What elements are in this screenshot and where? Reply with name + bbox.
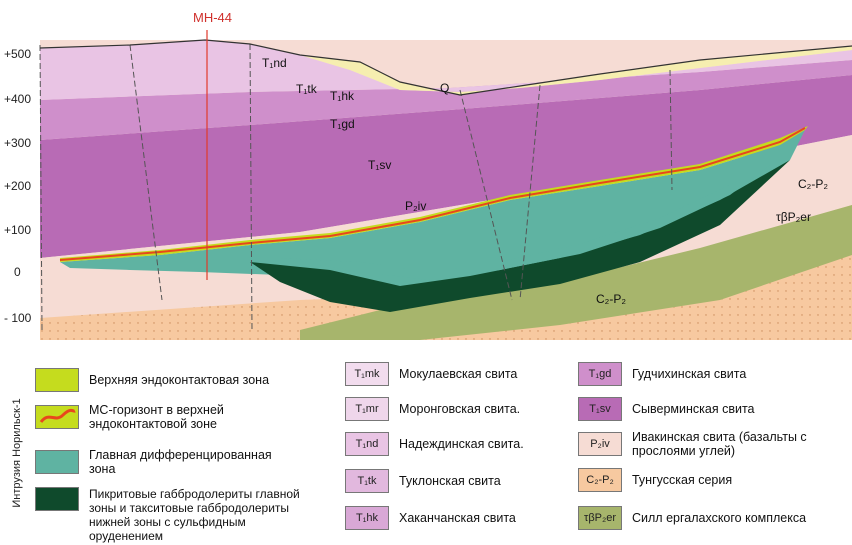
legend-text-t1mk: Мокулаевская свита <box>399 367 517 381</box>
legend-text-upper-zone: Верхняя эндоконтактовая зона <box>89 373 269 387</box>
label-c2p2-bottom: C₂-P₂ <box>596 292 626 306</box>
legend-swatch-upper-zone <box>35 368 79 392</box>
legend-swatch-t1nd: T₁nd <box>345 432 389 456</box>
axis-tick-100: +100 <box>4 223 31 237</box>
legend-item-t1hk: T₁hk Хаканчанская свита <box>345 506 516 530</box>
legend-item-t1sv: T₁sv Сыверминская свита <box>578 397 755 421</box>
legend-item-mc-horizon: МС-горизонт в верхней эндоконтактовой зо… <box>35 403 264 431</box>
legend-item-main-zone: Главная дифференцированная зона <box>35 448 284 476</box>
legend-item-p2iv: P₂iv Ивакинская свита (базальты с просло… <box>578 430 842 458</box>
legend-text-mc-horizon: МС-горизонт в верхней эндоконтактовой зо… <box>89 403 264 431</box>
elevation-axis: +500 +400 +300 +200 +100 0 - 100 <box>4 47 32 325</box>
legend-swatch-mc-horizon <box>35 405 79 429</box>
axis-tick-300: +300 <box>4 136 31 150</box>
legend-text-t1nd: Надеждинская свита. <box>399 437 524 451</box>
legend-title: Интрузия Норильск-1 <box>6 365 28 540</box>
label-c2p2-right: C₂-P₂ <box>798 177 828 191</box>
legend-swatch-main-zone <box>35 450 79 474</box>
legend-swatch-t1tk: T₁tk <box>345 469 389 493</box>
axis-tick-200: +200 <box>4 179 31 193</box>
legend-text-t1sv: Сыверминская свита <box>632 402 755 416</box>
axis-tick-minus100: - 100 <box>4 311 32 325</box>
axis-tick-400: +400 <box>4 92 31 106</box>
legend-item-upper-zone: Верхняя эндоконтактовая зона <box>35 368 269 392</box>
legend-text-c2p2: Тунгусская серия <box>632 473 732 487</box>
label-sill: τβP₂er <box>776 210 811 224</box>
legend-item-t1tk: T₁tk Туклонская свита <box>345 469 501 493</box>
legend-text-p2iv: Ивакинская свита (базальты с прослоями у… <box>632 430 842 458</box>
label-p2iv: P₂iv <box>405 199 426 213</box>
label-t1hk: T₁hk <box>330 89 355 103</box>
legend-item-t1nd: T₁nd Надеждинская свита. <box>345 432 524 456</box>
legend-swatch-t1sv: T₁sv <box>578 397 622 421</box>
legend-swatch-t1mr: T₁mr <box>345 397 389 421</box>
legend-item-t1gd: T₁gd Гудчихинская свита <box>578 362 746 386</box>
legend-text-t1hk: Хаканчанская свита <box>399 511 516 525</box>
legend-swatch-c2p2: C₂-P₂ <box>578 468 622 492</box>
legend-text-main-zone: Главная дифференцированная зона <box>89 448 284 476</box>
legend-swatch-sill: τβP₂er <box>578 506 622 530</box>
legend-text-t1mr: Моронговская свита. <box>399 402 520 416</box>
legend-item-t1mk: T₁mk Мокулаевская свита <box>345 362 517 386</box>
geological-cross-section: МН-44 +500 +400 +300 +200 +100 0 - 100 T… <box>0 0 852 345</box>
legend-text-t1gd: Гудчихинская свита <box>632 367 746 381</box>
legend-swatch-t1gd: T₁gd <box>578 362 622 386</box>
label-t1nd: T₁nd <box>262 56 287 70</box>
legend-text-t1tk: Туклонская свита <box>399 474 501 488</box>
legend-text-ore: Пикритовые габбродолериты главной зоны и… <box>89 487 309 543</box>
axis-tick-0: 0 <box>14 265 21 279</box>
well-mn44-label: МН-44 <box>193 10 232 25</box>
legend-item-t1mr: T₁mr Моронговская свита. <box>345 397 520 421</box>
label-t1tk: T₁tk <box>296 82 318 96</box>
legend-swatch-p2iv: P₂iv <box>578 432 622 456</box>
label-t1gd: T₁gd <box>330 117 355 131</box>
legend-item-ore: Пикритовые габбродолериты главной зоны и… <box>35 487 309 543</box>
label-q: Q <box>440 81 449 95</box>
legend-swatch-t1mk: T₁mk <box>345 362 389 386</box>
legend-item-c2p2: C₂-P₂ Тунгусская серия <box>578 468 732 492</box>
label-t1sv: T₁sv <box>368 158 391 172</box>
legend-swatch-t1hk: T₁hk <box>345 506 389 530</box>
axis-tick-500: +500 <box>4 47 31 61</box>
legend-item-sill: τβP₂er Силл ергалахского комплекса <box>578 506 806 530</box>
mc-line-icon <box>37 407 77 427</box>
legend-text-sill: Силл ергалахского комплекса <box>632 511 806 525</box>
legend-swatch-ore <box>35 487 79 511</box>
